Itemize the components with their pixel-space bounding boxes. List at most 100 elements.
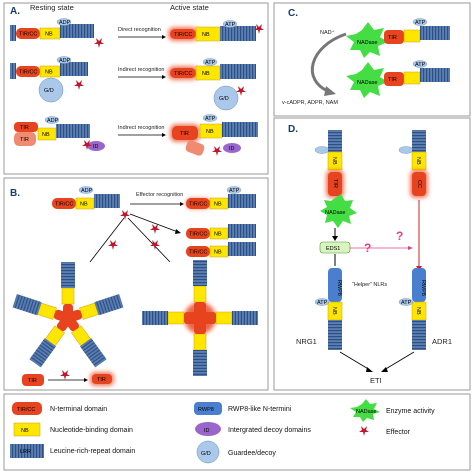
legend-effector: Effector — [386, 429, 411, 436]
active-state-header: Active state — [170, 3, 209, 12]
svg-text:TIR/CC: TIR/CC — [174, 32, 192, 38]
svg-text:NB: NB — [202, 71, 210, 77]
panel-b-frame — [3, 177, 269, 391]
b-tir-conversion: TIR TIR — [22, 370, 114, 386]
legend-enzyme: Enzyme activity — [386, 408, 435, 415]
a-row3-resting-nlr: TIR TIR NB ADP ID — [14, 116, 105, 151]
d-cc-sensor-nlr: NB CC — [398, 130, 428, 198]
svg-text:NB: NB — [331, 157, 337, 165]
svg-text:NB: NB — [45, 70, 53, 76]
svg-text:ATP: ATP — [401, 300, 412, 306]
legend-rwp8: RWP8-like N-termini — [228, 406, 292, 413]
svg-text:NADase: NADase — [356, 409, 376, 415]
b-effector-label: Effector recognition — [136, 192, 183, 198]
svg-text:TIR/CC: TIR/CC — [17, 407, 35, 413]
svg-text:TIR/CC: TIR/CC — [19, 70, 37, 76]
svg-text:ATP: ATP — [415, 20, 426, 26]
legend-nterm: N-terminal domain — [50, 406, 107, 413]
panel-b-letter: B. — [10, 188, 20, 199]
svg-text:NADase: NADase — [325, 210, 345, 216]
c-nadase-tir-1: NADase TIR ATP — [346, 18, 450, 58]
c-products: v-cADPR, ADPR, NAM — [282, 100, 338, 106]
svg-text:TIR/CC: TIR/CC — [189, 250, 207, 256]
a-arrow2-label: Indirect recognition — [118, 67, 164, 73]
svg-text:NB: NB — [415, 307, 421, 315]
svg-text:ID: ID — [204, 428, 210, 434]
svg-text:CC: CC — [416, 180, 422, 188]
c-conversion-arrow — [310, 32, 347, 94]
svg-text:RWP8: RWP8 — [420, 280, 426, 296]
svg-text:G/D: G/D — [201, 451, 211, 457]
svg-text:TIR: TIR — [388, 77, 397, 83]
svg-text:G/D: G/D — [219, 96, 229, 102]
legend-id: Intergrated decoy domains — [228, 427, 311, 434]
svg-text:TIR/CC: TIR/CC — [19, 32, 37, 38]
svg-text:RWP8: RWP8 — [198, 407, 214, 413]
b-active-nlr-3: TIR/CC NB — [186, 242, 256, 258]
svg-text:ATP: ATP — [229, 188, 240, 194]
a-arrow1-label: Direct recognition — [118, 27, 161, 33]
svg-text:NB: NB — [42, 132, 50, 138]
a-row2-resting-nlr: TIR/CC NB ADP G/D — [10, 56, 88, 103]
svg-text:ID: ID — [93, 144, 99, 150]
svg-text:NB: NB — [21, 428, 29, 434]
svg-text:ADP: ADP — [47, 118, 59, 124]
svg-text:TIR/CC: TIR/CC — [174, 71, 192, 77]
svg-text:RWP8: RWP8 — [336, 280, 342, 296]
nad-substrate: NAD⁺ — [320, 29, 335, 36]
c-nadase-tir-2: NADase TIR ATP — [346, 60, 450, 98]
a-row1-resting-nlr: TIR/CC NB ADP — [10, 18, 104, 48]
panel-a-frame — [3, 2, 269, 175]
d-nrg1-label: NRG1 — [296, 337, 317, 346]
legend-gd: Guardee/decoy — [228, 450, 276, 457]
svg-text:TIR: TIR — [20, 137, 29, 143]
resting-state-header: Resting state — [30, 3, 74, 12]
svg-text:NADase: NADase — [357, 40, 377, 46]
svg-text:NB: NB — [331, 307, 337, 315]
panel-c-letter: C. — [288, 8, 298, 19]
panel-d-frame — [273, 117, 471, 391]
b-oligomer-left — [12, 262, 124, 368]
svg-text:NB: NB — [214, 232, 222, 238]
panel-a-letter: A. — [10, 6, 20, 17]
a-row1-active-nlr: TIR/CC NB ATP — [168, 20, 264, 42]
svg-text:NB: NB — [214, 250, 222, 256]
svg-text:NB: NB — [214, 202, 222, 208]
a-arrow3-label: Indirect recognition — [118, 125, 164, 131]
b-active-nlr-2: TIR/CC NB — [186, 224, 256, 240]
svg-text:TIR/CC: TIR/CC — [189, 232, 207, 238]
svg-text:ATP: ATP — [205, 60, 216, 66]
panel-c-frame — [273, 2, 471, 117]
svg-text:ATP: ATP — [205, 116, 216, 122]
svg-text:TIR: TIR — [332, 179, 338, 188]
svg-text:ATP: ATP — [415, 62, 426, 68]
d-adr1: RWP8 NB ATP — [398, 268, 427, 350]
svg-text:NB: NB — [206, 129, 214, 135]
d-question-right: ? — [396, 229, 403, 243]
svg-text:ID: ID — [229, 146, 235, 152]
b-active-nlr-1: TIR/CC NB ATP — [186, 186, 256, 210]
d-eti-label: ETI — [370, 376, 382, 385]
b-effector-star — [120, 210, 130, 220]
svg-text:TIR: TIR — [97, 377, 106, 383]
svg-text:G/D: G/D — [44, 88, 54, 94]
svg-text:TIR: TIR — [180, 131, 189, 137]
svg-text:EDS1: EDS1 — [326, 246, 340, 252]
svg-text:NB: NB — [415, 157, 421, 165]
legend: TIR/CC N-terminal domain NB Nucleotide-b… — [10, 399, 435, 464]
d-tir-sensor-nlr: NB TIR NADase — [314, 130, 357, 228]
svg-text:NB: NB — [80, 202, 88, 208]
b-resting-nlr: TIR/CC NB ADP — [52, 186, 120, 210]
svg-text:ATP: ATP — [225, 22, 236, 28]
svg-text:NADase: NADase — [357, 80, 377, 86]
svg-text:TIR: TIR — [28, 378, 37, 384]
a-row2-active-nlr: TIR/CC NB ATP G/D — [168, 58, 256, 111]
panel-d-letter: D. — [288, 124, 298, 135]
a-row3-active-nlr: TIR NB ATP ID — [170, 114, 258, 156]
svg-text:ATP: ATP — [317, 300, 328, 306]
d-helper-label: “Helper” NLRs — [352, 282, 387, 288]
legend-lrr: Leucine-rich-repeat domain — [50, 448, 135, 455]
svg-text:TIR: TIR — [388, 35, 397, 41]
d-adr1-label: ADR1 — [432, 337, 452, 346]
